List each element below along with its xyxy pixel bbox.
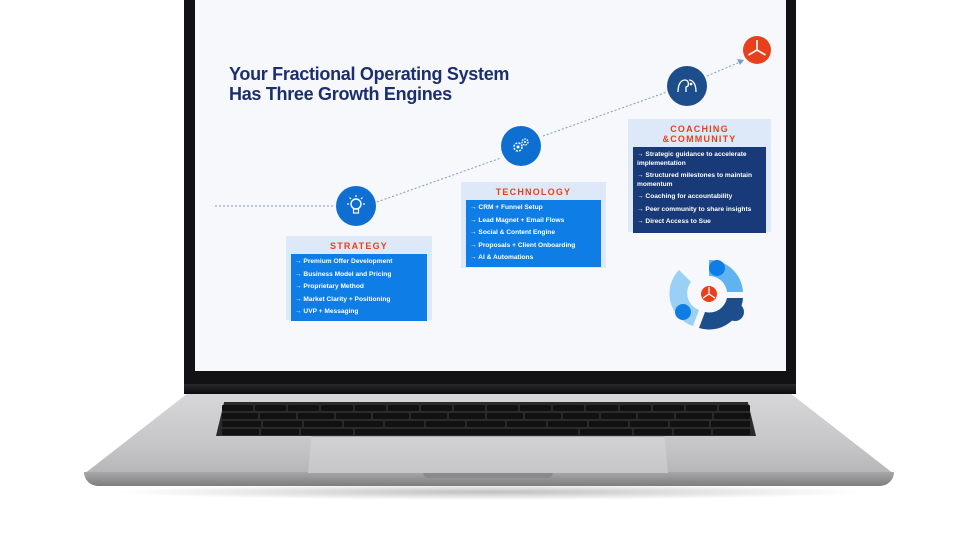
- laptop-base-front: [84, 472, 894, 486]
- strategy-card-title: STRATEGY: [330, 241, 388, 251]
- list-item: → Business Model and Pricing: [295, 270, 392, 278]
- strategy-list: → Premium Offer Development → Business M…: [291, 254, 427, 321]
- coaching-people-icon: [667, 66, 707, 106]
- trackpad: [308, 436, 668, 473]
- list-item: → Coaching for accountability: [637, 193, 733, 200]
- keyboard-row: [222, 405, 750, 411]
- growth-path-line: [215, 59, 744, 207]
- keyboard-row: [222, 421, 750, 427]
- technology-card-title: TECHNOLOGY: [495, 187, 572, 197]
- list-item: → UVP + Messaging: [295, 308, 359, 315]
- slide-title-line-1: Your Fractional Operating System: [229, 64, 510, 84]
- strategy-card: STRATEGY → Premium Offer Development → B…: [286, 236, 432, 321]
- list-item: → Proposals + Client Onboarding: [470, 241, 576, 249]
- slide-title-line-2: Has Three Growth Engines: [229, 84, 452, 104]
- list-item: → Strategic guidance to accelerate imple…: [637, 151, 747, 167]
- coaching-card-title-line-1: COACHING: [670, 124, 729, 134]
- list-item: → AI & Automations: [470, 254, 534, 261]
- laptop-shadow: [110, 484, 870, 500]
- coaching-card-title-line-2: &COMMUNITY: [662, 134, 737, 144]
- technology-card: TECHNOLOGY → CRM + Funnel Setup → Lead M…: [461, 182, 606, 268]
- coaching-list: → Strategic guidance to accelerate imple…: [633, 147, 766, 233]
- list-item: → Premium Offer Development: [295, 258, 393, 265]
- list-item: → Proprietary Method: [295, 283, 364, 290]
- list-item: → Peer community to share insights: [637, 205, 752, 213]
- laptop-screen: Your Fractional Operating System Has Thr…: [195, 0, 786, 371]
- technology-list: → CRM + Funnel Setup → Lead Magnet + Ema…: [466, 200, 601, 267]
- keyboard-row: [222, 413, 751, 419]
- laptop-opening-notch: [423, 472, 553, 478]
- slide-title: Your Fractional Operating System Has Thr…: [229, 64, 509, 104]
- laptop-hinge: [184, 384, 796, 394]
- technology-gears-icon: [501, 126, 541, 166]
- list-item: → Lead Magnet + Email Flows: [470, 216, 565, 224]
- coaching-community-card: COACHING &COMMUNITY → Strategic guidance…: [628, 119, 771, 233]
- list-item: → Market Clarity + Positioning: [295, 295, 391, 303]
- strategy-lightbulb-icon: [336, 186, 376, 226]
- list-item: → Structured milestones to maintain mome…: [637, 172, 753, 188]
- list-item: → Social & Content Engine: [470, 229, 555, 236]
- red-target-badge: [743, 36, 771, 64]
- three-engine-cycle-icon: [669, 259, 744, 330]
- keyboard-row: [222, 429, 751, 435]
- list-item: → CRM + Funnel Setup: [470, 204, 543, 211]
- list-item: → Direct Access to Sue: [637, 218, 711, 225]
